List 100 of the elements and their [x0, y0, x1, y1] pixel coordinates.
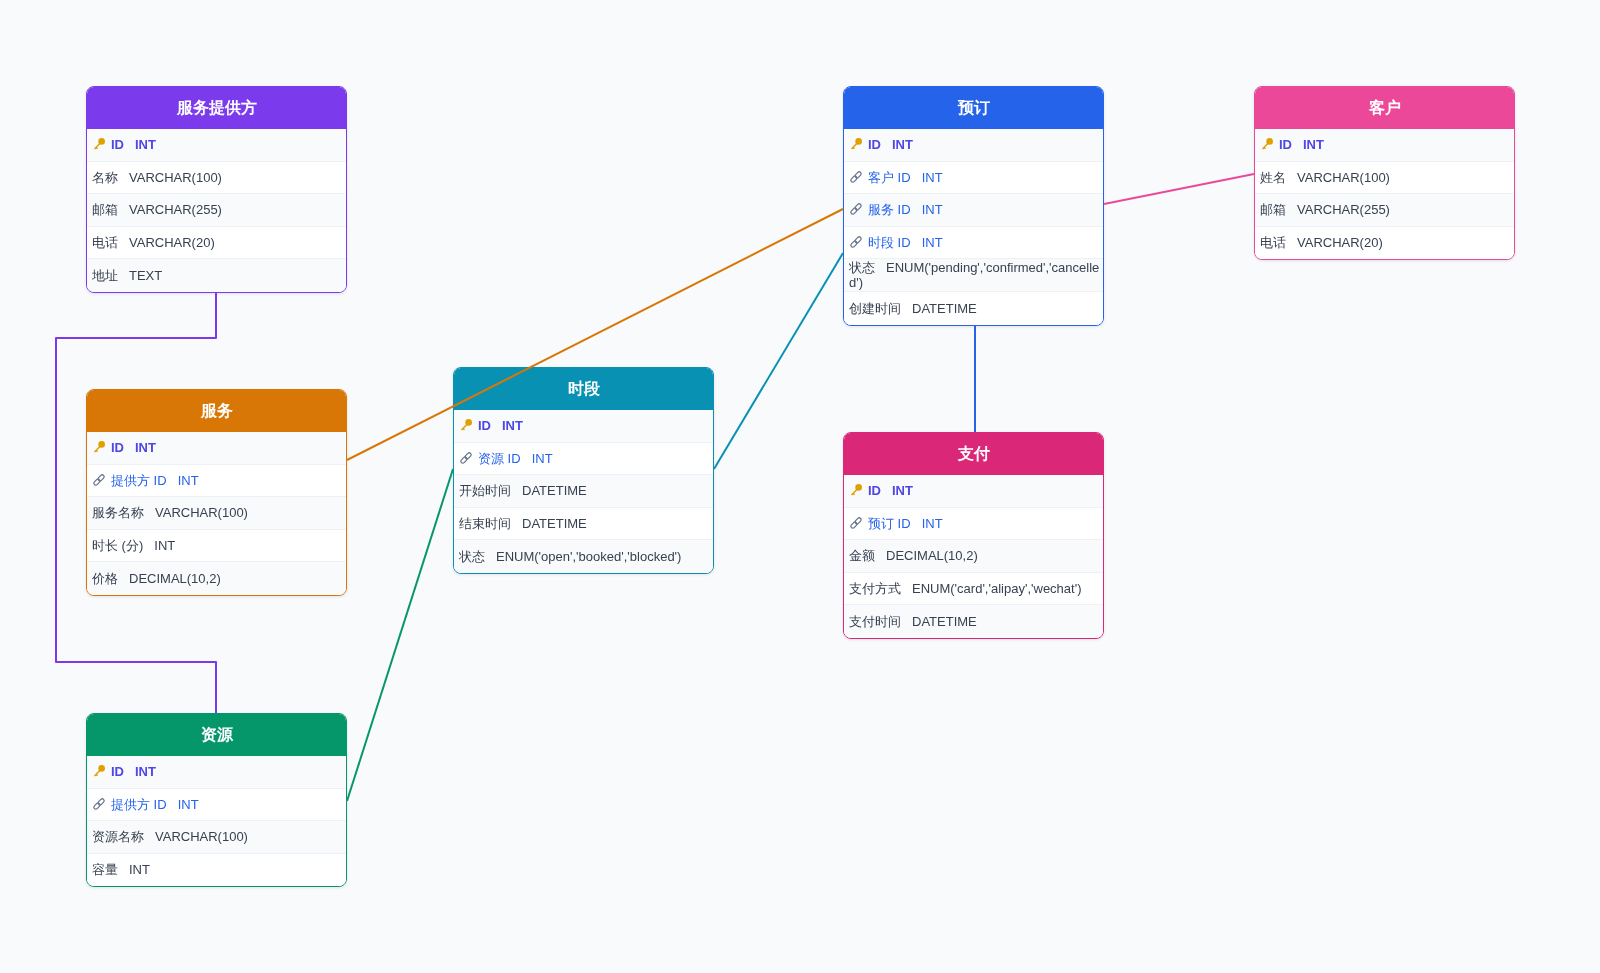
table-row: [844, 605, 1103, 638]
table-row: [87, 194, 346, 227]
field-name: 价格: [92, 570, 118, 586]
field-name: 电话: [1260, 235, 1286, 251]
field-type: INT: [177, 472, 199, 488]
field-name: 创建时间: [849, 300, 901, 316]
field-name: 资源 ID: [478, 450, 521, 466]
relationship-line: [974, 324, 976, 433]
field-type: INT: [921, 234, 943, 250]
field-type: INT: [154, 537, 176, 553]
field-name: 提供方 ID: [111, 796, 167, 812]
table-row: [87, 259, 346, 292]
table-header: 服务: [87, 390, 346, 432]
field-type: INT: [135, 137, 156, 153]
table-row: [1255, 129, 1514, 162]
table-row: [454, 540, 713, 573]
field-definition: 状态 ENUM('pending','confirmed','cancelled'): [849, 260, 1100, 290]
field-name: 电话: [92, 234, 118, 250]
field-name: ID: [111, 764, 124, 780]
entity-table: [843, 432, 1104, 639]
field-name: 邮箱: [92, 202, 118, 218]
table-row: [1255, 194, 1514, 227]
relationship-line: [713, 252, 844, 470]
entity-table: [86, 86, 347, 293]
field-type: INT: [129, 862, 150, 878]
table-row: [844, 161, 1103, 194]
table-header: 服务提供方: [87, 87, 346, 129]
table-row: [87, 161, 346, 194]
field-type: DECIMAL(10,2): [886, 548, 978, 564]
field-type: VARCHAR(100): [1297, 169, 1390, 185]
field-name: ID: [111, 137, 124, 153]
entity-table: [86, 713, 347, 887]
table-row: [1255, 226, 1514, 259]
field-name: 名称: [92, 169, 118, 185]
table-row: [454, 475, 713, 508]
field-name: 支付方式: [849, 580, 901, 596]
field-name: ID: [111, 440, 124, 456]
field-name: 时段 ID: [868, 234, 911, 250]
table-row: [454, 410, 713, 443]
field-type: VARCHAR(100): [155, 829, 248, 845]
field-type: INT: [531, 450, 553, 466]
field-name: 时长 (分): [92, 537, 144, 553]
field-type: INT: [921, 169, 943, 185]
entity-table: [86, 389, 347, 596]
table-header: 预订: [844, 87, 1103, 129]
field-name: ID: [868, 137, 881, 153]
field-name: 姓名: [1260, 169, 1286, 185]
field-name: 支付时间: [849, 613, 901, 629]
field-type: INT: [892, 483, 913, 499]
table-row: [844, 540, 1103, 573]
field-type: DECIMAL(10,2): [129, 570, 221, 586]
field-name: 开始时间: [459, 483, 511, 499]
entity-table: [843, 86, 1104, 326]
field-type: VARCHAR(100): [129, 169, 222, 185]
table-row: [87, 226, 346, 259]
table-row: [1255, 161, 1514, 194]
table-row: [87, 756, 346, 789]
field-type: DATETIME: [522, 515, 587, 531]
field-type: INT: [892, 137, 913, 153]
field-name: 资源名称: [92, 829, 144, 845]
field-type: VARCHAR(100): [155, 505, 248, 521]
table-row: [454, 507, 713, 540]
field-type: INT: [135, 764, 156, 780]
field-type: VARCHAR(255): [129, 202, 222, 218]
field-type: INT: [177, 796, 199, 812]
relationship-line: [346, 208, 844, 461]
table-row: [87, 529, 346, 562]
field-name: 金额: [849, 548, 875, 564]
field-name: 服务 ID: [868, 202, 911, 218]
field-name: 客户 ID: [868, 169, 911, 185]
field-name: 预订 ID: [868, 515, 911, 531]
entity-table: [1254, 86, 1515, 260]
field-type: VARCHAR(20): [129, 234, 215, 250]
relationship-line: [1103, 173, 1255, 205]
field-type: INT: [135, 440, 156, 456]
table-row: [844, 475, 1103, 508]
table-row: [844, 292, 1103, 325]
field-type: VARCHAR(20): [1297, 235, 1383, 251]
field-name: ID: [868, 483, 881, 499]
field-type: ENUM('card','alipay','wechat'): [912, 580, 1082, 596]
table-row: [87, 432, 346, 465]
table-row: [87, 562, 346, 595]
table-row: [844, 226, 1103, 259]
field-type: ENUM('open','booked','blocked'): [496, 548, 682, 564]
table-row: [844, 129, 1103, 162]
entity-table: [453, 367, 714, 574]
field-type: INT: [921, 202, 943, 218]
table-row: [87, 464, 346, 497]
table-header: 资源: [87, 714, 346, 756]
field-type: INT: [1303, 137, 1324, 153]
field-type: INT: [921, 515, 943, 531]
table-row: [87, 129, 346, 162]
relationship-line: [346, 468, 454, 802]
table-row: [87, 788, 346, 821]
table-header: 客户: [1255, 87, 1514, 129]
field-name: 邮箱: [1260, 202, 1286, 218]
field-name: ID: [478, 418, 491, 434]
table-header: 支付: [844, 433, 1103, 475]
field-type: VARCHAR(255): [1297, 202, 1390, 218]
field-name: 结束时间: [459, 515, 511, 531]
